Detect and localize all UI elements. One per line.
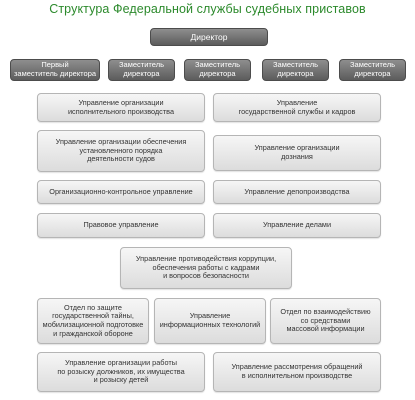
dept-label: Управление организации работы по розыску… (57, 358, 185, 385)
deputy-label: Заместитель директора (195, 60, 240, 78)
page-title: Структура Федеральной службы судебных пр… (49, 2, 366, 16)
director-label: Директор (190, 31, 228, 42)
dept-deposit: Управление депопроизводства (213, 180, 381, 204)
dept-label: Управление государственной службы и кадр… (238, 97, 356, 116)
dept-appeals: Управление рассмотрения обращений в испо… (213, 352, 381, 392)
dept-label: Управление депопроизводства (244, 186, 350, 196)
dept-media: Отдел по взаимодействию со средствами ма… (270, 298, 381, 344)
dept-state-secret: Отдел по защите государственной тайны, м… (37, 298, 149, 344)
deputy-box: Заместитель директора (108, 59, 175, 81)
dept-label: Управление делами (262, 220, 332, 230)
dept-inquiry: Управление организации дознания (213, 135, 381, 171)
dept-label: Управление организации исполнительного п… (67, 97, 175, 116)
dept-label: Управление информационных технологий (159, 311, 261, 329)
dept-it: Управление информационных технологий (154, 298, 266, 344)
deputy-label: Заместитель директора (273, 60, 318, 78)
dept-label: Отдел по взаимодействию со средствами ма… (280, 307, 371, 334)
dept-affairs: Управление делами (213, 213, 381, 238)
dept-label: Отдел по защите государственной тайны, м… (42, 302, 144, 338)
dept-label: Управление рассмотрения обращений в испо… (231, 362, 363, 380)
dept-label: Правовое управление (83, 220, 159, 230)
deputy-box: Заместитель директора (339, 59, 406, 81)
first-deputy-box: Первый заместитель директора (10, 59, 100, 81)
dept-court-order: Управление организации обеспечения устан… (37, 130, 205, 172)
deputy-box: Заместитель директора (262, 59, 329, 81)
dept-anticorruption: Управление противодействия коррупции, об… (120, 247, 292, 289)
dept-label: Управление организации обеспечения устан… (55, 137, 187, 164)
dept-legal: Правовое управление (37, 213, 205, 238)
director-box: Директор (150, 28, 268, 46)
dept-control-audit: Организационно-контрольное управление (37, 180, 205, 204)
deputy-label: Заместитель директора (350, 60, 395, 78)
dept-label: Организационно-контрольное управление (49, 186, 193, 196)
dept-civil-service: Управление государственной службы и кадр… (213, 93, 381, 122)
dept-label: Управление противодействия коррупции, об… (135, 254, 277, 281)
dept-search: Управление организации работы по розыску… (37, 352, 205, 392)
deputy-label: Первый заместитель директора (13, 60, 97, 78)
deputy-box: Заместитель директора (184, 59, 251, 81)
dept-label: Управление организации дознания (254, 143, 340, 161)
deputy-label: Заместитель директора (119, 60, 164, 78)
dept-exec-org: Управление организации исполнительного п… (37, 93, 205, 122)
